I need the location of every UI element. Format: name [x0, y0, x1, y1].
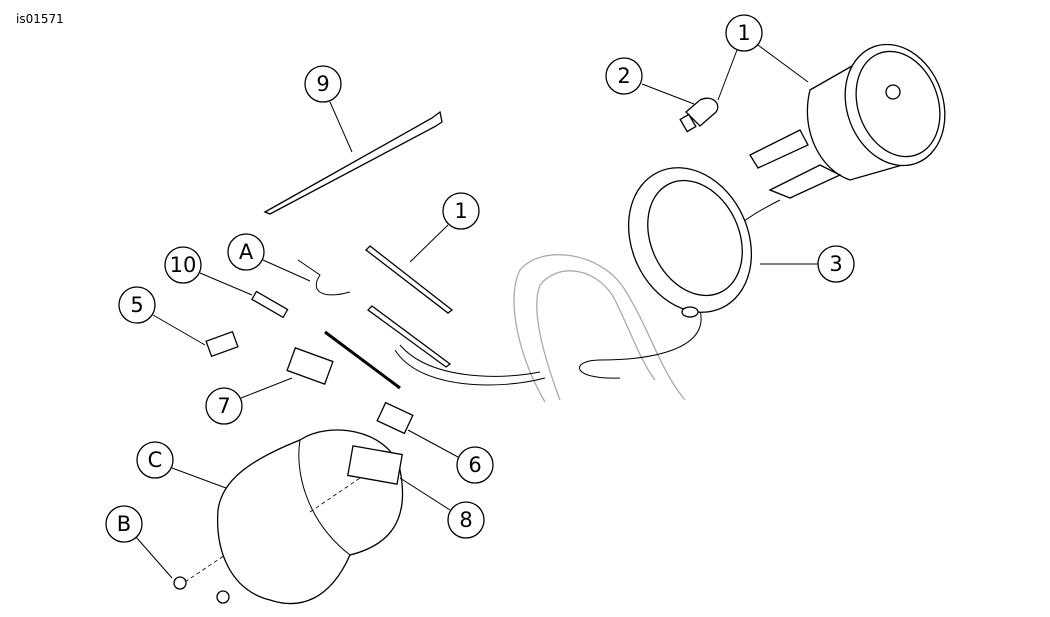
jumper-wire-a: [297, 259, 351, 296]
callout-8: 8: [447, 501, 485, 539]
callout-1-gauge: 1: [725, 14, 763, 52]
svg-text:9: 9: [316, 72, 329, 96]
connector-5: [205, 330, 239, 358]
callout-b: B: [105, 505, 143, 543]
svg-text:C: C: [148, 448, 163, 472]
screw-2: [216, 590, 230, 604]
callout-10: 10: [164, 246, 202, 284]
svg-text:1: 1: [454, 199, 467, 223]
harness-wire: [394, 344, 546, 386]
callout-7: 7: [205, 387, 243, 425]
terminal-wire-2: [367, 305, 452, 368]
svg-text:8: 8: [459, 508, 472, 532]
gauge: [749, 43, 946, 199]
connector-6: [376, 401, 414, 435]
cable-tie: [263, 110, 443, 215]
pad: [347, 445, 403, 485]
svg-text:3: 3: [829, 252, 842, 276]
terminal-wire-1: [365, 245, 454, 314]
callout-5: 5: [118, 286, 156, 324]
svg-text:5: 5: [130, 293, 143, 317]
connector-7: [286, 347, 334, 385]
svg-text:B: B: [117, 512, 131, 536]
svg-text:A: A: [239, 240, 254, 264]
svg-text:1: 1: [737, 21, 750, 45]
callout-1-terminal: 1: [442, 192, 480, 230]
bulb: [679, 97, 719, 133]
black-wire: [324, 330, 401, 390]
callout-6: 6: [456, 446, 494, 484]
callout-2: 2: [605, 57, 643, 95]
leader-lines: [135, 44, 818, 579]
svg-text:7: 7: [217, 394, 230, 418]
svg-text:10: 10: [170, 253, 197, 277]
cover-dash: [184, 477, 361, 583]
fuse: [251, 290, 289, 319]
mounting-cup: [627, 167, 753, 318]
svg-text:2: 2: [617, 64, 630, 88]
callout-c: C: [136, 441, 174, 479]
callout-9: 9: [304, 65, 342, 103]
mount-outline: [513, 254, 686, 403]
callout-a: A: [227, 233, 265, 271]
callout-3: 3: [817, 245, 855, 283]
svg-text:6: 6: [468, 453, 481, 477]
figure-id: is01571: [16, 12, 64, 26]
screw-1: [173, 576, 187, 590]
